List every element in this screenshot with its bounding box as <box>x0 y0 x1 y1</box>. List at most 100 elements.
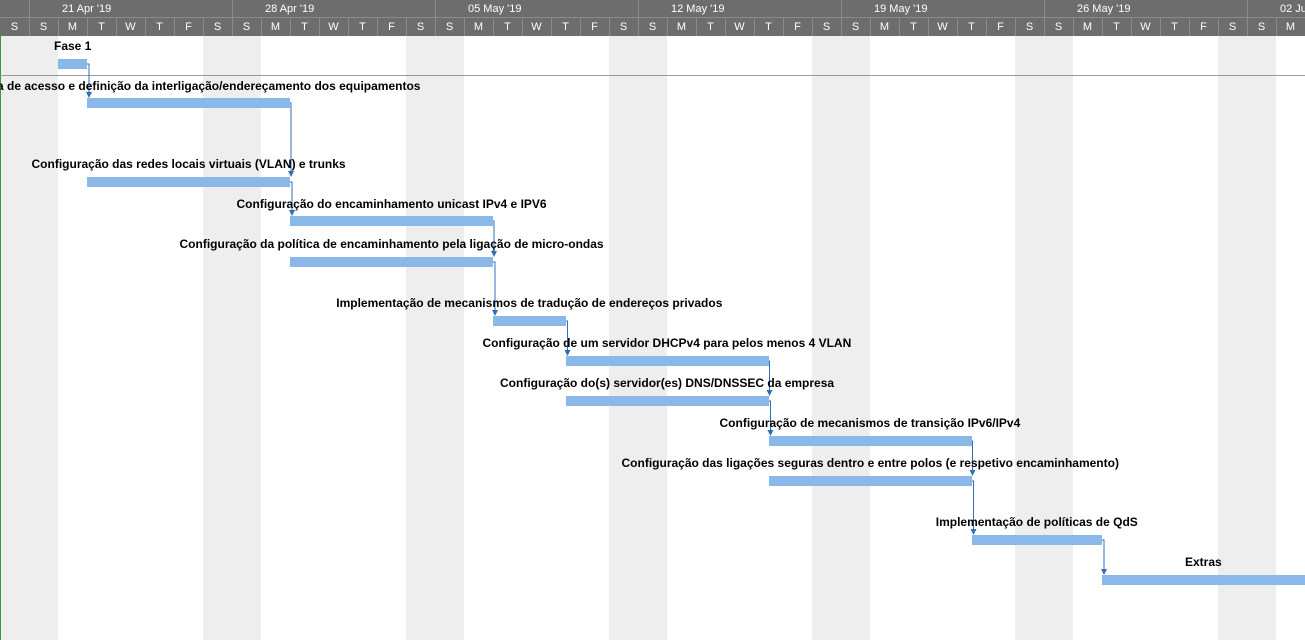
day-label: S <box>822 21 831 33</box>
day-label: S <box>851 21 860 33</box>
task-bar[interactable] <box>87 177 290 187</box>
day-label: S <box>1228 21 1237 33</box>
day-label: W <box>734 21 745 33</box>
task-bar[interactable] <box>87 98 290 108</box>
day-label: M <box>1285 21 1296 33</box>
day-label: M <box>879 21 890 33</box>
day-label: T <box>156 21 163 33</box>
day-separator <box>29 18 30 36</box>
day-label: S <box>1257 21 1266 33</box>
task-bar[interactable] <box>290 216 493 226</box>
dependency-link <box>288 102 294 177</box>
week-label: 21 Apr '19 <box>62 3 112 15</box>
task-label: Configuração das redes locais virtuais (… <box>31 157 346 171</box>
day-label: S <box>1025 21 1034 33</box>
day-label: T <box>301 21 308 33</box>
day-separator <box>58 18 59 36</box>
day-separator <box>551 18 552 36</box>
day-label: F <box>1200 21 1207 33</box>
day-separator <box>841 18 842 36</box>
task-label: Configuração de um servidor DHCPv4 para … <box>482 336 852 350</box>
day-label: T <box>765 21 772 33</box>
weekend-band <box>812 36 870 640</box>
day-label: W <box>125 21 136 33</box>
day-separator <box>1102 18 1103 36</box>
dependency-link <box>767 400 774 436</box>
weekend-band <box>1218 36 1276 640</box>
day-label: T <box>910 21 917 33</box>
week-label: 19 May '19 <box>874 3 928 15</box>
day-separator <box>232 18 233 36</box>
timescale-divider <box>0 17 1305 18</box>
task-bar[interactable] <box>768 436 972 446</box>
day-label: T <box>1171 21 1178 33</box>
day-separator <box>1276 18 1277 36</box>
day-separator <box>203 18 204 36</box>
day-label: S <box>416 21 425 33</box>
day-label: T <box>707 21 714 33</box>
task-bar[interactable] <box>565 396 769 406</box>
dependency-link <box>970 480 977 535</box>
week-label: 26 May '19 <box>1077 3 1131 15</box>
day-label: M <box>473 21 484 33</box>
day-separator <box>290 18 291 36</box>
week-separator <box>1247 0 1248 18</box>
dependency-link <box>86 63 92 98</box>
day-separator <box>464 18 465 36</box>
day-separator <box>493 18 494 36</box>
day-separator <box>696 18 697 36</box>
weekend-band <box>0 36 58 640</box>
week-label: 02 Jun '19 <box>1280 3 1305 15</box>
dependency-link <box>564 320 571 356</box>
day-label: T <box>968 21 975 33</box>
day-label: W <box>937 21 948 33</box>
week-label: 12 May '19 <box>671 3 725 15</box>
week-separator <box>435 0 436 18</box>
day-separator <box>986 18 987 36</box>
day-separator <box>435 18 436 36</box>
task-label: Configuração do(s) servidor(es) DNS/DNSS… <box>500 376 835 390</box>
task-label: Configuração do encaminhamento unicast I… <box>236 197 547 211</box>
day-separator <box>870 18 871 36</box>
day-separator <box>348 18 349 36</box>
day-label: S <box>39 21 48 33</box>
day-label: S <box>213 21 222 33</box>
day-label: M <box>270 21 281 33</box>
day-label: S <box>445 21 454 33</box>
day-separator <box>812 18 813 36</box>
day-separator <box>609 18 610 36</box>
day-label: S <box>648 21 657 33</box>
day-separator <box>1218 18 1219 36</box>
task-label: Implementação de políticas de QdS <box>935 515 1138 529</box>
day-label: S <box>619 21 628 33</box>
week-separator <box>232 0 233 18</box>
dependency-link <box>1101 539 1107 575</box>
phase-divider <box>0 75 1305 76</box>
day-label: S <box>1054 21 1063 33</box>
week-separator <box>841 0 842 18</box>
weekend-band <box>609 36 667 640</box>
dependency-link <box>289 181 295 216</box>
day-label: T <box>504 21 511 33</box>
day-label: T <box>1113 21 1120 33</box>
day-label: T <box>562 21 569 33</box>
day-separator <box>1073 18 1074 36</box>
task-bar[interactable] <box>58 59 87 69</box>
task-label: Fase 1 <box>54 39 92 53</box>
task-label: Configuração das ligações seguras dentro… <box>621 456 1119 470</box>
task-bar[interactable] <box>290 257 493 267</box>
day-separator <box>899 18 900 36</box>
task-bar[interactable] <box>565 356 769 366</box>
day-separator <box>1247 18 1248 36</box>
task-bar[interactable] <box>971 535 1102 545</box>
weekend-band <box>203 36 261 640</box>
task-bar[interactable] <box>493 316 566 326</box>
task-bar[interactable] <box>768 476 972 486</box>
task-label: Camada de acesso e definição da interlig… <box>0 79 421 93</box>
task-bar[interactable] <box>1102 575 1305 585</box>
day-label: S <box>10 21 19 33</box>
day-separator <box>145 18 146 36</box>
day-separator <box>1044 18 1045 36</box>
dependency-link <box>492 261 498 316</box>
day-label: T <box>359 21 366 33</box>
